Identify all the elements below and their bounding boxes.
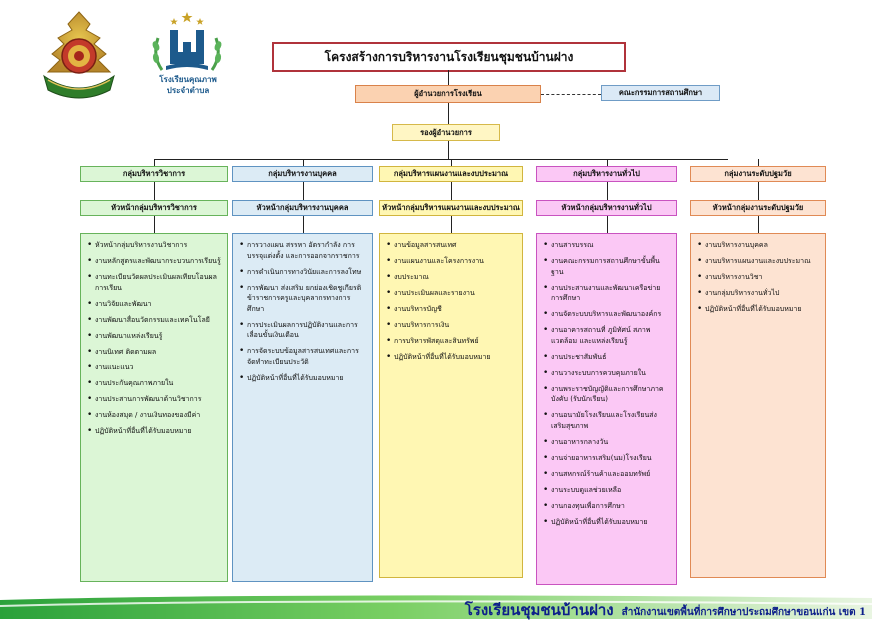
connector-group-5-list	[758, 216, 759, 233]
connector-group-3-list	[451, 216, 452, 233]
task-item: งานวางระบบการควบคุมภายใน	[543, 368, 670, 379]
task-item: งานแนะแนว	[87, 362, 221, 373]
connector-bus	[155, 159, 728, 160]
connector-group-3-sub	[451, 182, 452, 200]
connector-group-2-sub	[303, 182, 304, 200]
task-item: งานวิจัยและพัฒนา	[87, 299, 221, 310]
task-item: งานกลุ่มบริหารงานทั่วไป	[697, 288, 819, 299]
task-item: งานทะเบียนวัดผลประเมินผลเทียบโอนผลการเรี…	[87, 272, 221, 293]
task-item: งานระบบดูแลช่วยเหลือ	[543, 485, 670, 496]
task-item: หัวหน้ากลุ่มบริหารงานวิชาการ	[87, 240, 221, 251]
task-item: งานจัดระบบบริหารและพัฒนาองค์กร	[543, 309, 670, 320]
group-5-head: กลุ่มงานระดับปฐมวัย	[690, 166, 826, 182]
task-item: การดำเนินการทางวินัยและการลงโทษ	[239, 267, 366, 278]
task-item: งานพระราชบัญญัติและการศึกษาภาคบังคับ (รั…	[543, 384, 670, 405]
task-item: ปฏิบัติหน้าที่อื่นที่ได้รับมอบหมาย	[697, 304, 819, 315]
task-item: งานประชาสัมพันธ์	[543, 352, 670, 363]
task-item: งานบริหารแผนงานและงบประมาณ	[697, 256, 819, 267]
task-item: งานบริหารการเงิน	[386, 320, 516, 331]
connector-group-4	[607, 159, 608, 166]
task-item: การบริหารพัสดุและสินทรัพย์	[386, 336, 516, 347]
task-item: ปฏิบัติหน้าที่อื่นที่ได้รับมอบหมาย	[386, 352, 516, 363]
group-4-task-list: งานสารบรรณงานคณะกรรมการสถานศึกษาขั้นพื้น…	[536, 233, 677, 585]
group-2-task-list: การวางแผน สรรหา อัตรากำลัง การบรรจุแต่งต…	[232, 233, 373, 582]
group-5-task-list: งานบริหารงานบุคคลงานบริหารแผนงานและงบประ…	[690, 233, 826, 578]
task-item: การวางแผน สรรหา อัตรากำลัง การบรรจุแต่งต…	[239, 240, 366, 261]
task-item: งานพัฒนาสื่อนวัตกรรมและเทคโนโลยี	[87, 315, 221, 326]
footer-office-name: สำนักงานเขตพื้นที่การศึกษาประถมศึกษาขอนแ…	[621, 607, 866, 618]
group-3-leader: หัวหน้ากลุ่มบริหารแผนงานและงบประมาณ	[379, 200, 523, 216]
connector-group-4-list	[607, 216, 608, 233]
obec-emblem-icon	[43, 11, 115, 99]
connector-group-5	[758, 159, 759, 166]
footer-caption: โรงเรียนชุมชนบ้านฝาง สำนักงานเขตพื้นที่ก…	[465, 598, 866, 622]
deputy-box: รองผู้อำนวยการ	[392, 124, 500, 141]
footer-school-name: โรงเรียนชุมชนบ้านฝาง	[464, 601, 614, 619]
quality-school-emblem-icon	[152, 12, 222, 71]
task-item: งานแผนงานและโครงการงาน	[386, 256, 516, 267]
connector-group-3	[451, 159, 452, 166]
task-item: งานห้องสมุด / งานเงินทองของมีค่า	[87, 410, 221, 421]
connector-group-1	[154, 159, 155, 166]
task-item: งานข้อมูลสารสนเทศ	[386, 240, 516, 251]
connector-deputy-bus	[448, 141, 449, 159]
task-item: งานสหกรณ์ร้านค้าและออมทรัพย์	[543, 469, 670, 480]
task-item: งานหลักสูตรและพัฒนากระบวนการเรียนรู้	[87, 256, 221, 267]
logo-caption-line-2: ประจำตำบล	[166, 86, 210, 95]
connector-title-director	[448, 70, 449, 85]
connector-group-4-sub	[607, 182, 608, 200]
director-box: ผู้อำนวยการโรงเรียน	[355, 85, 541, 103]
chart-title: โครงสร้างการบริหารงานโรงเรียนชุมชนบ้านฝา…	[272, 42, 626, 72]
task-item: งานบริหารบัญชี	[386, 304, 516, 315]
group-3-task-list: งานข้อมูลสารสนเทศงานแผนงานและโครงการงานง…	[379, 233, 523, 578]
task-item: งานกองทุนเพื่อการศึกษา	[543, 501, 670, 512]
connector-group-1-sub	[154, 182, 155, 200]
task-item: ปฏิบัติหน้าที่อื่นที่ได้รับมอบหมาย	[543, 517, 670, 528]
task-item: งานอาคารสถานที่ ภูมิทัศน์ สภาพแวดล้อม แล…	[543, 325, 670, 346]
group-1-leader: หัวหน้ากลุ่มบริหารวิชาการ	[80, 200, 228, 216]
connector-group-1-list	[154, 216, 155, 233]
task-item: ปฏิบัติหน้าที่อื่นที่ได้รับมอบหมาย	[87, 426, 221, 437]
group-1-task-list: หัวหน้ากลุ่มบริหารงานวิชาการงานหลักสูตรแ…	[80, 233, 228, 582]
group-2-head: กลุ่มบริหารงานบุคคล	[232, 166, 373, 182]
connector-director-deputy	[448, 103, 449, 124]
task-item: งานบริหารงานวิชา	[697, 272, 819, 283]
connector-group-5-sub	[758, 182, 759, 200]
task-item: งานอาหารกลางวัน	[543, 437, 670, 448]
group-4-leader: หัวหน้ากลุ่มบริหารงานทั่วไป	[536, 200, 677, 216]
task-item: งานคณะกรรมการสถานศึกษาขั้นพื้นฐาน	[543, 256, 670, 277]
connector-group-2	[303, 159, 304, 166]
task-item: งานบริหารงานบุคคล	[697, 240, 819, 251]
task-item: ปฏิบัติหน้าที่อื่นที่ได้รับมอบหมาย	[239, 373, 366, 384]
task-item: การพัฒนา ส่งเสริม ยกย่องเชิดชูเกียรติข้า…	[239, 283, 366, 315]
group-5-leader: หัวหน้ากลุ่มงานระดับปฐมวัย	[690, 200, 826, 216]
task-item: งานพัฒนาแหล่งเรียนรู้	[87, 331, 221, 342]
group-2-leader: หัวหน้ากลุ่มบริหารงานบุคคล	[232, 200, 373, 216]
committee-box: คณะกรรมการสถานศึกษา	[601, 85, 720, 101]
connector-director-committee	[541, 94, 601, 95]
task-item: การประเมินผลการปฏิบัติงานและการเลื่อนขั้…	[239, 320, 366, 341]
task-item: งบประมาณ	[386, 272, 516, 283]
task-item: การจัดระบบข้อมูลสารสนเทศและการจัดทำทะเบี…	[239, 346, 366, 367]
task-item: งานสารบรรณ	[543, 240, 670, 251]
logo-caption-line-1: โรงเรียนคุณภาพ	[159, 75, 217, 84]
task-item: งานประสานการพัฒนาด้านวิชาการ	[87, 394, 221, 405]
group-1-head: กลุ่มบริหารวิชาการ	[80, 166, 228, 182]
task-item: งานนิเทศ ติดตามผล	[87, 347, 221, 358]
group-4-head: กลุ่มบริหารงานทั่วไป	[536, 166, 677, 182]
footer-band	[0, 595, 872, 619]
logo-caption: โรงเรียนคุณภาพ ประจำตำบล	[138, 74, 238, 96]
task-item: งานประเมินผลและรายงาน	[386, 288, 516, 299]
task-item: งานประสานงานและพัฒนาเครือข่ายการศึกษา	[543, 283, 670, 304]
task-item: งานประกันคุณภาพภายใน	[87, 378, 221, 389]
connector-group-2-list	[303, 216, 304, 233]
task-item: งานจ่ายอาหารเสริม(นม)โรงเรียน	[543, 453, 670, 464]
group-3-head: กลุ่มบริหารแผนงานและงบประมาณ	[379, 166, 523, 182]
task-item: งานอนามัยโรงเรียนและโรงเรียนส่งเสริมสุขภ…	[543, 410, 670, 431]
